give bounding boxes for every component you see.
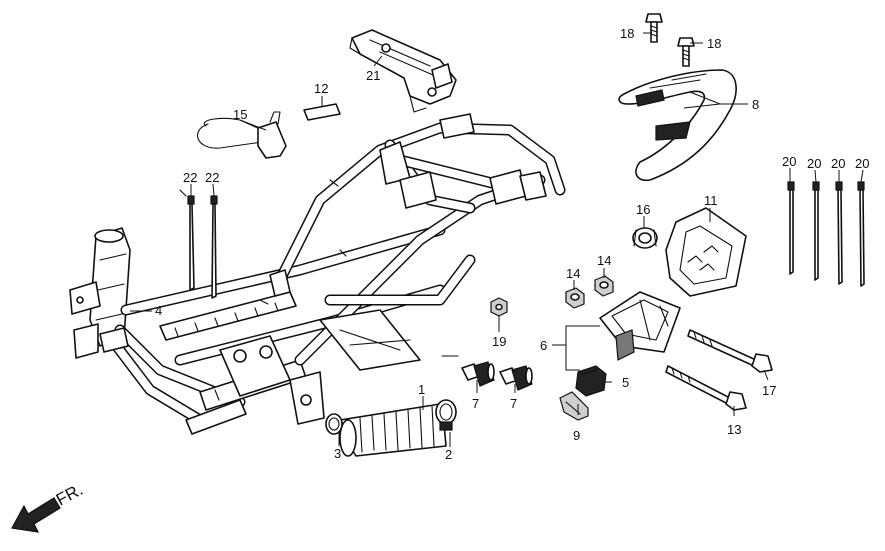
callout-9: 9	[573, 428, 580, 443]
part-9-cap	[559, 391, 589, 421]
main-frame	[69, 113, 566, 435]
callout-20-d: 20	[855, 156, 869, 171]
part-19-nut	[490, 297, 508, 317]
part-13-bolt	[665, 365, 747, 411]
part-12-label	[303, 103, 341, 121]
callout-20-b: 20	[807, 156, 821, 171]
callout-4: 4	[155, 303, 162, 318]
callout-6: 6	[540, 338, 547, 353]
part-15-cable-tie	[197, 111, 287, 159]
leader-lines	[130, 32, 864, 447]
callout-11: 11	[704, 193, 718, 208]
front-arrow-icon	[11, 497, 61, 533]
callout-19: 19	[492, 334, 506, 349]
part-22-cable-ties	[187, 195, 218, 299]
part-21-bracket	[349, 29, 457, 113]
callout-7-left: 7	[472, 396, 479, 411]
front-indicator: FR.	[11, 480, 86, 533]
callout-14-right: 14	[597, 253, 611, 268]
callout-14-left: 14	[566, 266, 580, 281]
part-17-bolt	[687, 329, 773, 373]
callout-15: 15	[233, 107, 247, 122]
callout-22-left: 22	[183, 170, 197, 185]
part-6-holder	[599, 291, 681, 361]
part-20-cable-ties	[787, 181, 865, 287]
callout-22-right: 22	[205, 170, 219, 185]
callout-16: 16	[636, 202, 650, 217]
callout-2: 2	[445, 447, 452, 462]
part-3-clamp	[325, 413, 343, 435]
callout-7-right: 7	[510, 396, 517, 411]
callout-18-left: 18	[620, 26, 634, 41]
part-5-block	[575, 365, 607, 397]
callout-numbers: 1 2 3 4 5 6 7 7 8 9 11 12 13 14 14 15 16…	[155, 26, 869, 462]
part-8-rear-grip	[618, 69, 737, 182]
callout-1: 1	[418, 382, 425, 397]
part-1-boot	[339, 403, 447, 457]
callout-3: 3	[334, 446, 341, 461]
callout-8: 8	[752, 97, 759, 112]
callout-20-a: 20	[782, 154, 796, 169]
callout-17: 17	[762, 383, 776, 398]
part-16-grommet	[632, 227, 658, 249]
part-11-plate	[665, 207, 747, 297]
part-18-bolts	[645, 13, 695, 67]
part-14-nuts	[565, 275, 614, 309]
callout-12: 12	[314, 81, 328, 96]
callout-21: 21	[366, 68, 380, 83]
callout-18-right: 18	[707, 36, 721, 51]
callout-20-c: 20	[831, 156, 845, 171]
part-2-clamp	[435, 399, 457, 431]
part-7-dampers	[441, 355, 533, 391]
callout-5: 5	[622, 375, 629, 390]
callout-13: 13	[727, 422, 741, 437]
